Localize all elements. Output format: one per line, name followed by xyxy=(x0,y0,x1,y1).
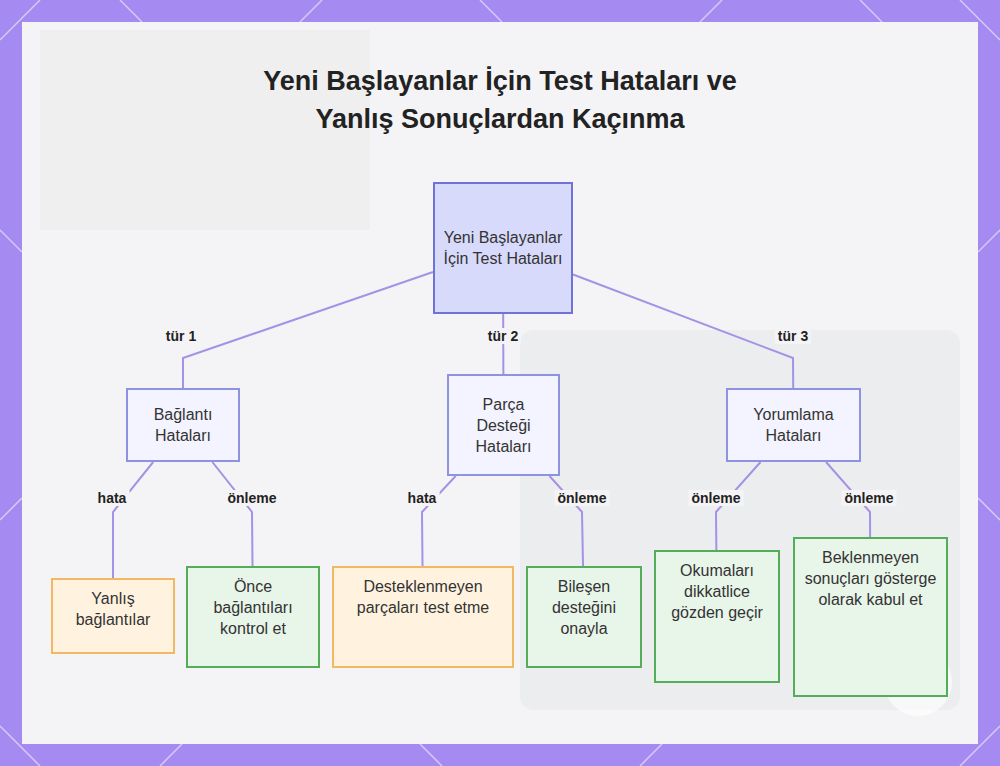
category-box: Bağlantı Hataları xyxy=(126,388,240,462)
node-text: Önce bağlantıları kontrol et xyxy=(188,576,318,639)
connector-line xyxy=(716,462,761,550)
connector-line xyxy=(113,462,153,578)
category-box: Parça Desteği Hataları xyxy=(447,374,560,476)
title-text: Yeni Başlayanlar İçin Test Hataları ve Y… xyxy=(240,62,760,138)
edge-label: önleme xyxy=(841,490,896,506)
connector-line xyxy=(212,462,252,566)
node-text: Bağlantı Hataları xyxy=(128,404,238,446)
prevention-box: Önce bağlantıları kontrol et xyxy=(186,566,320,668)
faded-photo xyxy=(520,330,960,710)
root-box: Yeni Başlayanlar İçin Test Hataları xyxy=(433,182,573,314)
diagram-title: Yeni Başlayanlar İçin Test Hataları ve Y… xyxy=(0,62,1000,138)
edge-label: tür 3 xyxy=(775,328,811,344)
connector-line xyxy=(502,314,504,374)
inner-panel xyxy=(22,22,978,744)
connector-line xyxy=(573,275,793,388)
node-text: Yanlış bağlantılar xyxy=(53,588,173,630)
edge-label: tür 2 xyxy=(485,328,521,344)
node-text: Bileşen desteğini onayla xyxy=(528,576,640,639)
node-text: Desteklenmeyen parçaları test etme xyxy=(334,576,512,618)
edge-label: önleme xyxy=(688,490,743,506)
connector-line xyxy=(183,272,433,388)
prevention-box: Okumaları dikkatlice gözden geçir xyxy=(654,550,780,683)
edge-label: tür 1 xyxy=(163,328,199,344)
prevention-box: Bileşen desteğini onayla xyxy=(526,566,642,668)
edge-label: hata xyxy=(95,490,130,506)
node-text: Yeni Başlayanlar İçin Test Hataları xyxy=(435,227,571,269)
node-text: Beklenmeyen sonuçları gösterge olarak ka… xyxy=(795,547,946,610)
mistake-box: Yanlış bağlantılar xyxy=(51,578,175,654)
prevention-box: Beklenmeyen sonuçları gösterge olarak ka… xyxy=(793,537,948,697)
edge-label: önleme xyxy=(224,490,279,506)
edge-label: önleme xyxy=(554,490,609,506)
node-text: Parça Desteği Hataları xyxy=(449,394,558,457)
node-text: Yorumlama Hataları xyxy=(728,404,859,446)
edge-label: hata xyxy=(405,490,440,506)
mistake-box: Desteklenmeyen parçaları test etme xyxy=(332,566,514,668)
node-text: Okumaları dikkatlice gözden geçir xyxy=(656,560,778,623)
category-box: Yorumlama Hataları xyxy=(726,388,861,462)
